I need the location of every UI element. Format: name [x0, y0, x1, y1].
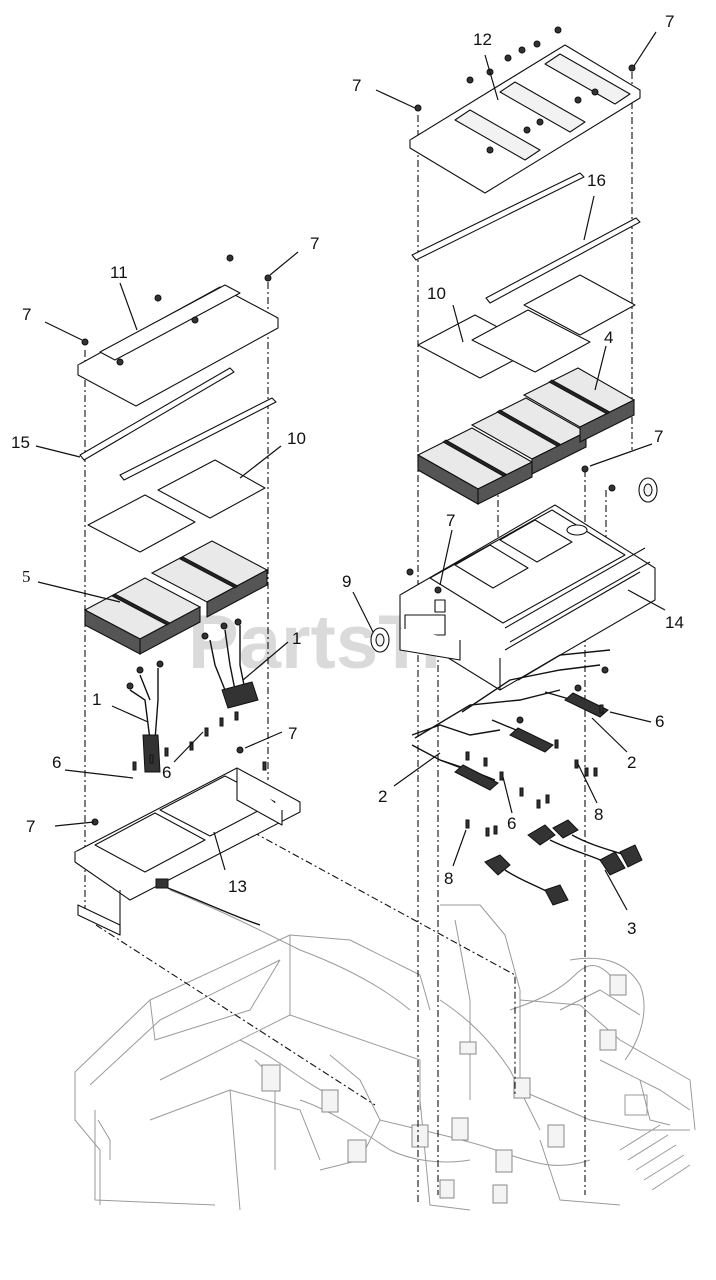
battery-tray-left — [74, 767, 301, 936]
callout-9: 9 — [342, 572, 351, 591]
callout-7: 7 — [22, 305, 31, 324]
callout-7: 7 — [446, 511, 455, 530]
callout-3: 3 — [627, 919, 636, 938]
jumper-harness — [484, 819, 643, 906]
callout-2: 2 — [378, 787, 387, 806]
callout-4: 4 — [604, 328, 613, 347]
screws-right — [406, 465, 616, 837]
callout-8: 8 — [594, 805, 603, 824]
bolts-left-plate — [81, 254, 272, 366]
battery-pack-right — [416, 367, 636, 505]
pad-left — [87, 459, 266, 553]
harness-left — [126, 618, 259, 773]
callout-7: 7 — [654, 427, 663, 446]
callout-7: 7 — [310, 234, 319, 253]
screws-left — [91, 711, 267, 926]
callout-1: 1 — [292, 629, 301, 648]
callout-12: 12 — [473, 30, 492, 49]
chassis-frame — [74, 889, 696, 1211]
callout-labels: 7 12 7 16 7 11 7 10 4 15 10 7 7 5 9 14 1… — [11, 12, 684, 938]
callout-16: 16 — [587, 171, 606, 190]
callout-11: 11 — [110, 263, 128, 282]
callout-15: 15 — [11, 433, 30, 452]
callout-7: 7 — [352, 76, 361, 95]
callout-7: 7 — [288, 724, 297, 743]
battery-box-right — [399, 504, 656, 691]
leader-lines — [35, 31, 666, 911]
callout-8: 8 — [444, 869, 453, 888]
callout-5: 5 — [22, 567, 31, 586]
callout-7: 7 — [26, 817, 35, 836]
callout-6: 6 — [507, 814, 516, 833]
callout-6: 6 — [655, 712, 664, 731]
grommet — [370, 477, 658, 653]
battery-pack-left — [83, 540, 269, 655]
callout-10: 10 — [427, 284, 446, 303]
callout-13: 13 — [228, 877, 247, 896]
callout-7: 7 — [665, 12, 674, 31]
callout-14: 14 — [665, 613, 684, 632]
callout-10: 10 — [287, 429, 306, 448]
pad-right — [417, 274, 636, 379]
harness-right — [411, 649, 611, 791]
battery-hold-down-plate-right — [409, 44, 641, 194]
callout-6: 6 — [162, 763, 171, 782]
callout-6: 6 — [52, 753, 61, 772]
strip-left — [79, 367, 277, 481]
callout-1: 1 — [92, 690, 101, 709]
callout-2: 2 — [627, 753, 636, 772]
strip-right — [411, 172, 641, 304]
battery-hold-down-plate-left — [77, 284, 279, 407]
